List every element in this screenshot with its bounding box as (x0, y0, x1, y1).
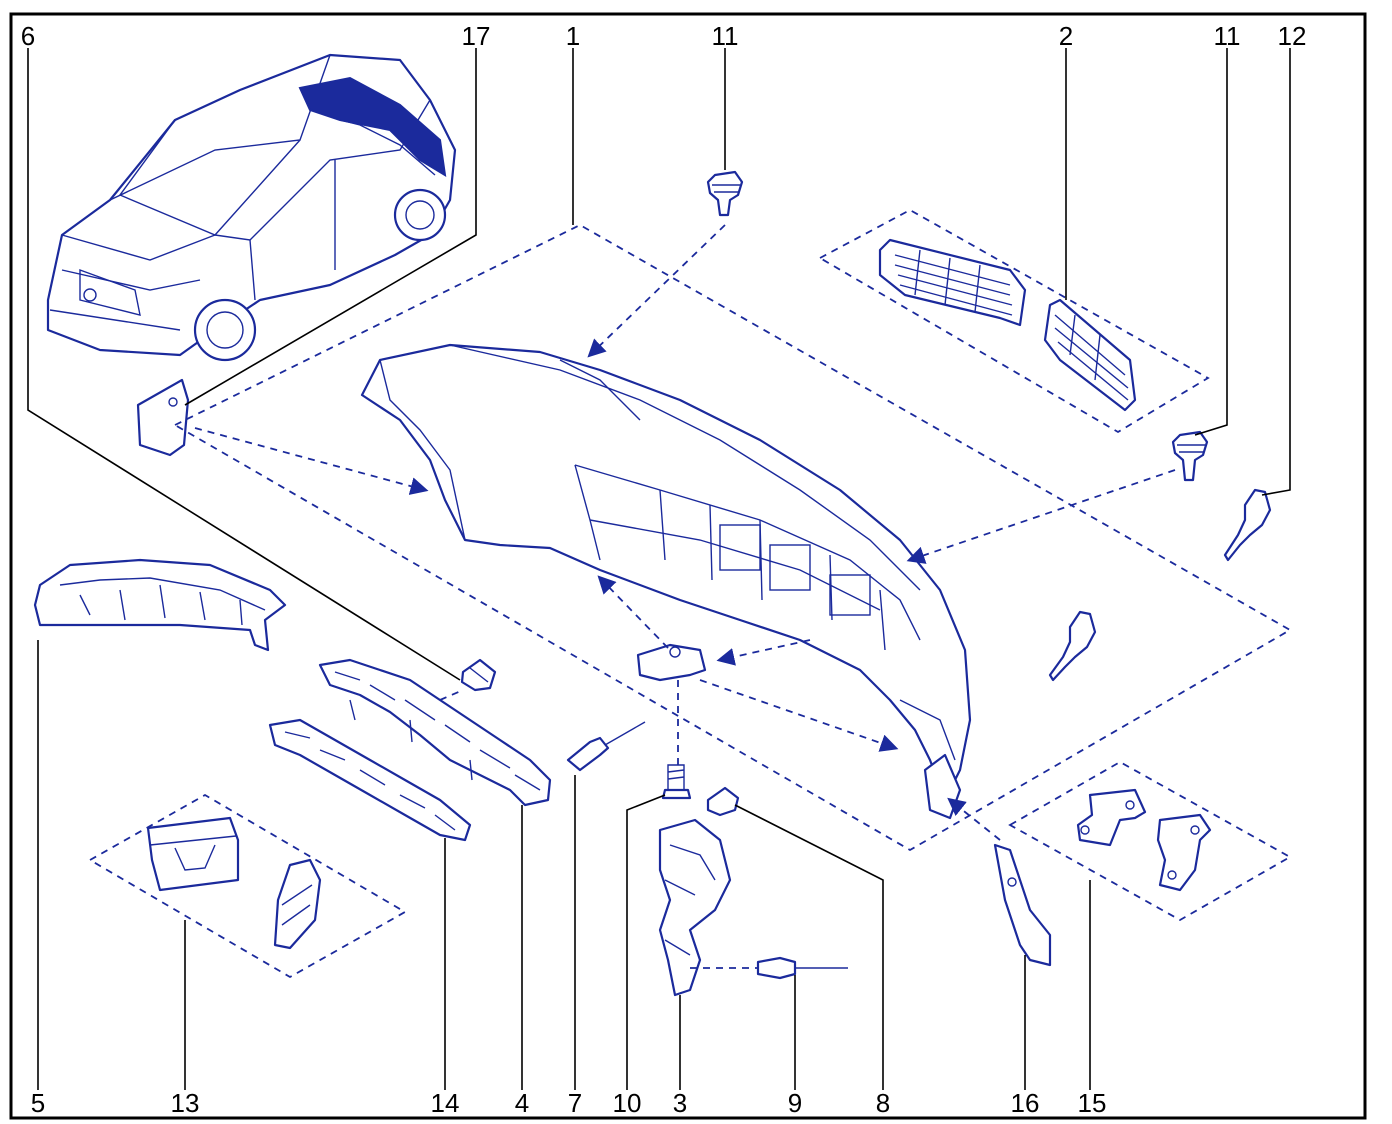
left-deflector-part (33, 558, 287, 652)
callout-11-right: 11 (1214, 21, 1241, 51)
clip-fastener-top (706, 170, 744, 217)
assembly-arrows (194, 224, 1176, 969)
callout-9: 9 (788, 1088, 802, 1118)
callout-3: 3 (673, 1088, 687, 1118)
lower-absorber-part (268, 718, 472, 842)
side-deflector-part (658, 818, 732, 997)
diagram-frame (9, 12, 1367, 1120)
push-clip-8 (706, 786, 740, 817)
callout-1: 1 (566, 21, 580, 51)
center-mount-bracket (636, 643, 707, 682)
callout-17: 17 (462, 21, 491, 51)
covers-13 (146, 816, 322, 950)
callout-2: 2 (1059, 21, 1073, 51)
callout-7: 7 (568, 1088, 582, 1118)
rivet-7 (566, 721, 646, 772)
mounting-brackets-15 (1076, 788, 1212, 892)
rear-bumper-part (360, 343, 972, 802)
callout-13: 13 (171, 1088, 200, 1118)
upper-absorber-part (318, 658, 552, 807)
callout-leader-lines (27, 48, 1291, 1090)
left-mudflap-part (136, 378, 190, 457)
callout-5: 5 (31, 1088, 45, 1118)
clip-fastener-right (1171, 430, 1209, 482)
callout-12: 12 (1278, 21, 1307, 51)
callout-15: 15 (1078, 1088, 1107, 1118)
car-illustration (46, 53, 457, 362)
callout-8: 8 (876, 1088, 890, 1118)
callout-labels: 6 17 1 11 2 11 12 5 13 14 4 7 10 3 9 8 1… (21, 21, 1307, 1118)
callout-16: 16 (1011, 1088, 1040, 1118)
side-bracket-parts (1048, 488, 1272, 682)
screw-10 (661, 764, 692, 800)
dashed-group-outlines (88, 208, 1292, 979)
right-mudflap-part (993, 843, 1052, 967)
callout-6: 6 (21, 21, 35, 51)
grille-parts (878, 238, 1137, 412)
callout-11-top: 11 (712, 21, 739, 51)
rivet-9 (756, 956, 848, 980)
callout-14: 14 (431, 1088, 460, 1118)
callout-10: 10 (613, 1088, 642, 1118)
push-clip-6 (460, 658, 497, 692)
callout-4: 4 (515, 1088, 529, 1118)
